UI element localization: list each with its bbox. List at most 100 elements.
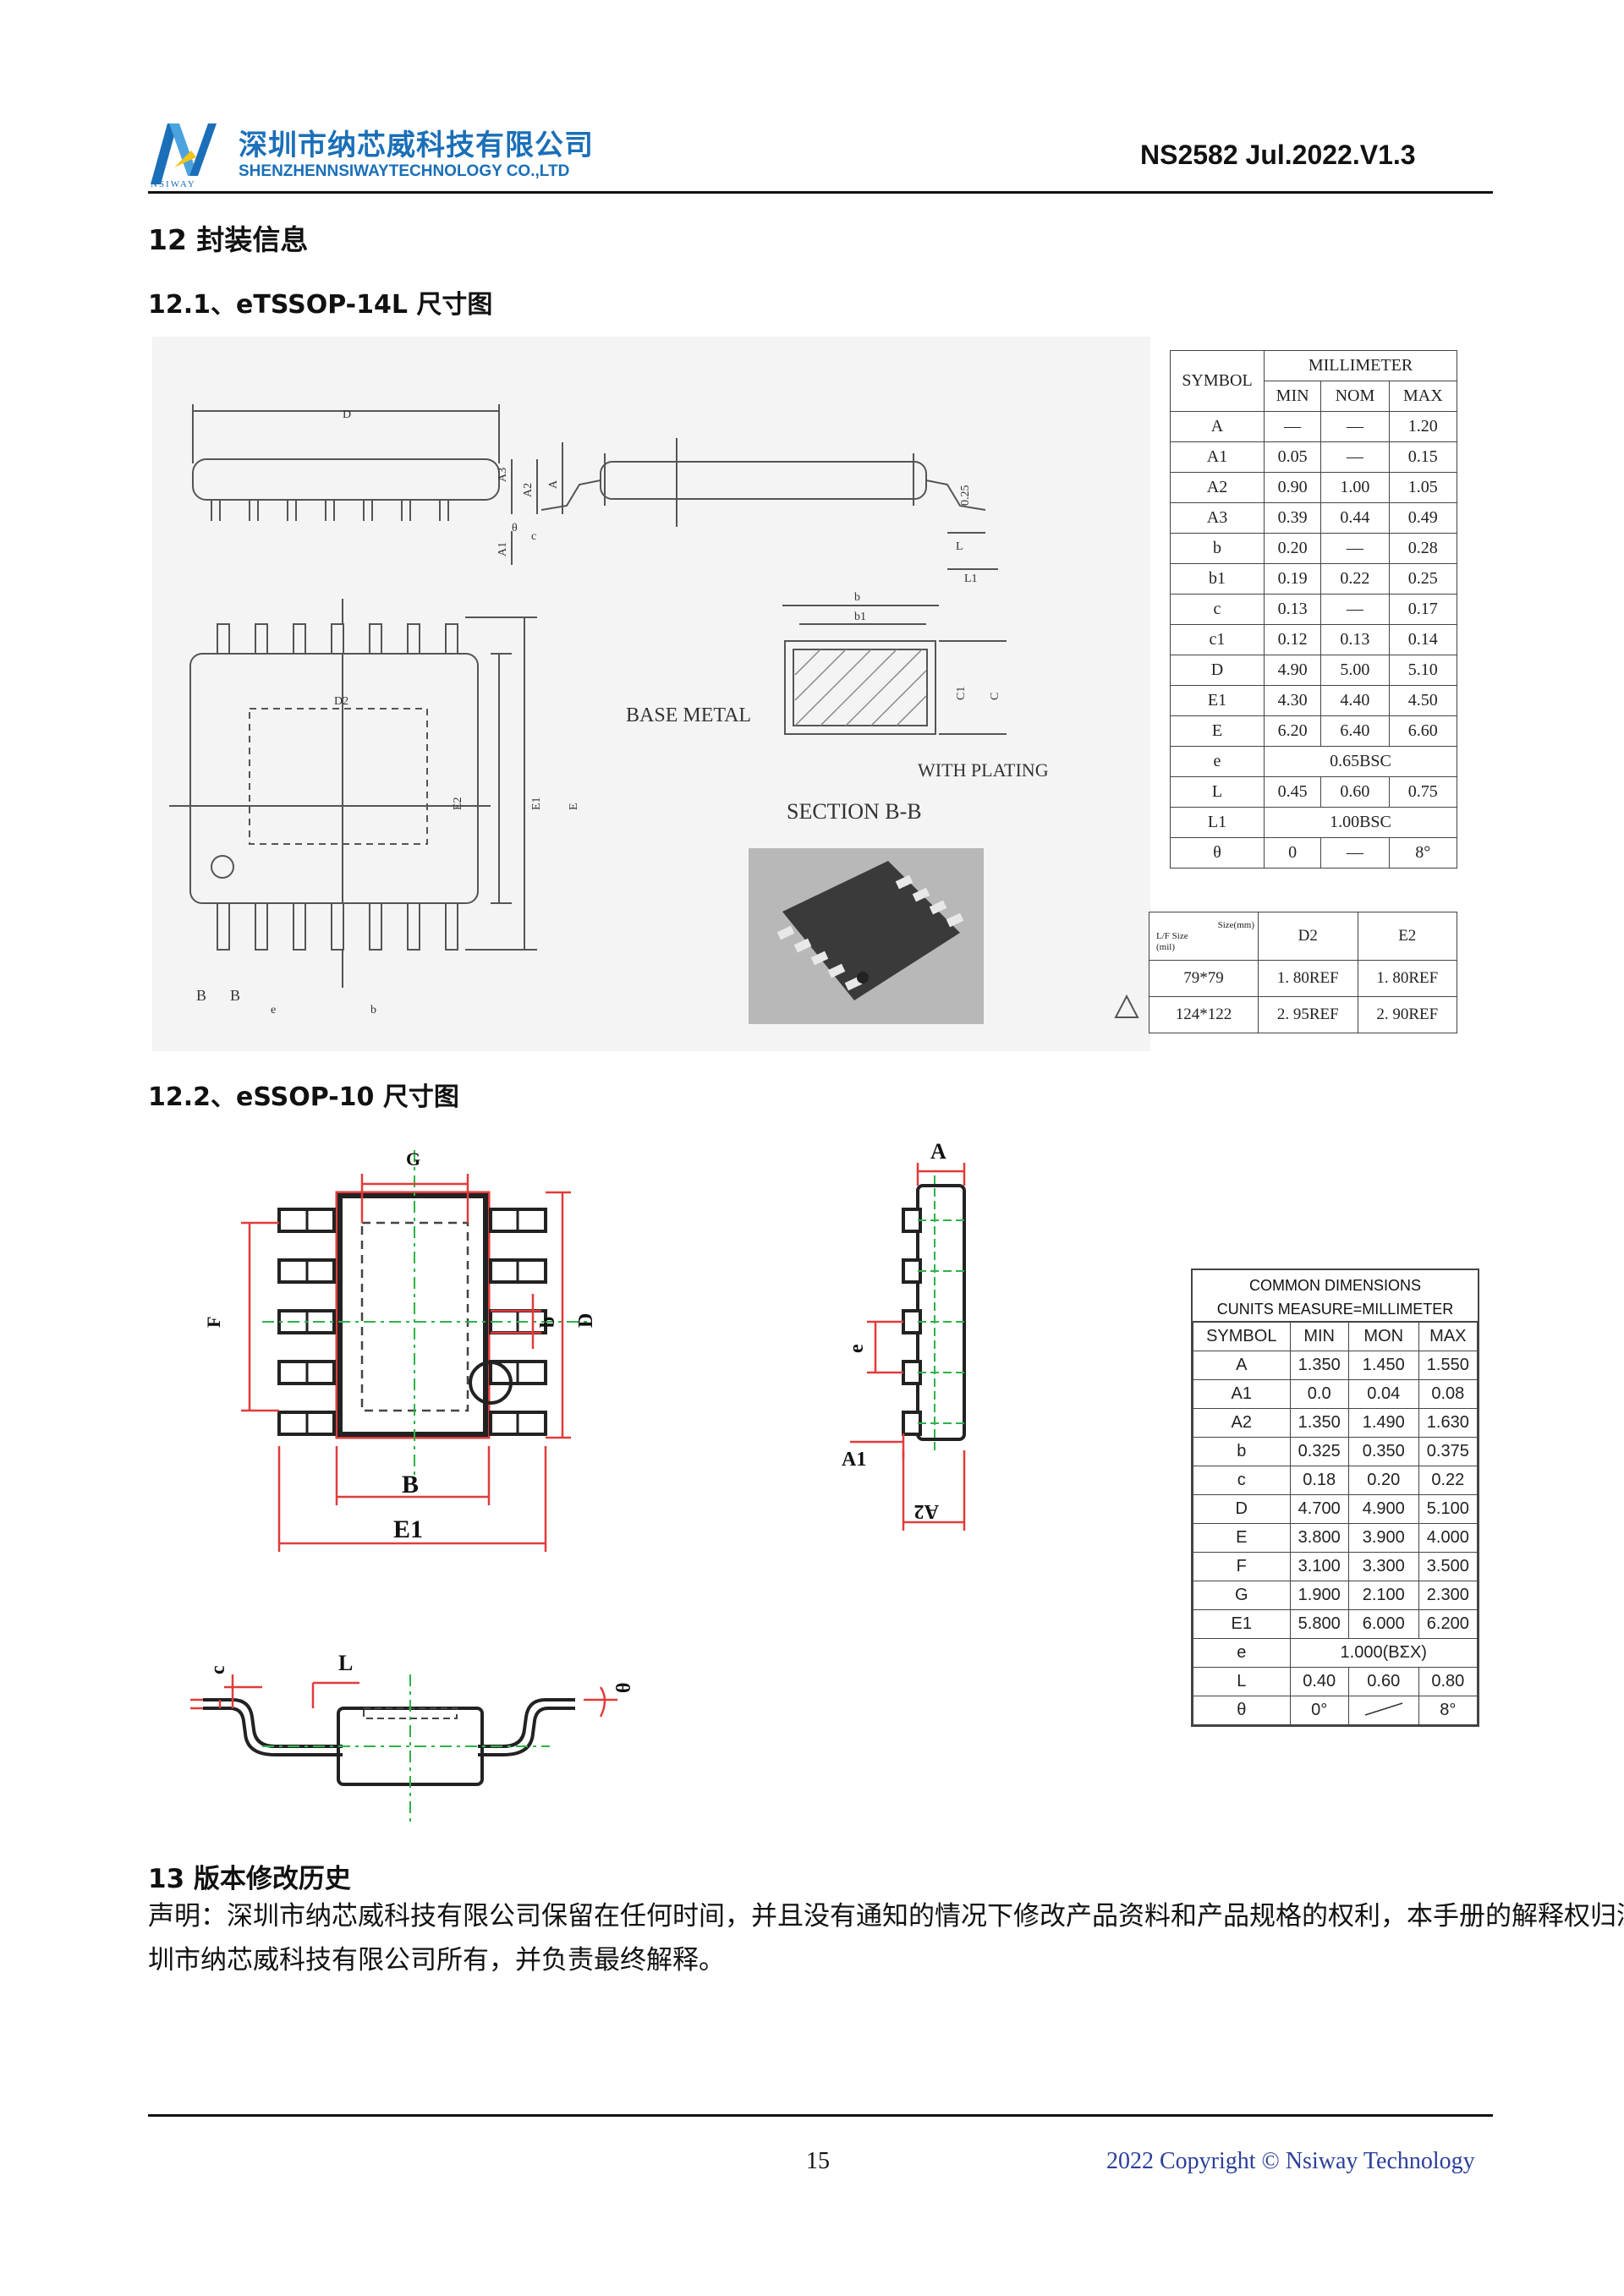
section-13-title: 13 版本修改历史 (148, 1864, 351, 1894)
section-12-1-title: 12.1、eTSSOP-14L 尺寸图 (148, 290, 493, 320)
label-a3: A3 (497, 468, 509, 482)
section-12-title: 12 封装信息 (148, 223, 309, 256)
copyright-text: 2022 Copyright © Nsiway Technology (1106, 2148, 1475, 2174)
etssop14-drawing: D A3 A2 A A1 0.25 L L1 c θ (152, 337, 1150, 1051)
label-f: F (203, 1317, 224, 1328)
label-a2: A2 (522, 483, 535, 497)
page-number: 15 (806, 2148, 830, 2174)
slash-cell (1347, 1696, 1419, 1725)
symbol-header: SYMBOL (1170, 350, 1265, 412)
table2-title-1: COMMON DIMENSIONS (1248, 1277, 1421, 1294)
label-l: L (956, 540, 963, 553)
document-id: NS2582 Jul.2022.V1.3 (1140, 140, 1416, 170)
essop-front-view (190, 1674, 617, 1827)
label-e: E (568, 803, 580, 810)
label-a1-standoff: A1 (842, 1449, 866, 1471)
col-min: MIN (1289, 1322, 1349, 1351)
label-e-pitch2: e (846, 1344, 868, 1353)
etssop14-dimension-table: SYMBOL MILLIMETER MIN NOM MAX A——1.20 A1… (1170, 350, 1458, 869)
label-g: G (406, 1148, 420, 1170)
footer-rule (148, 2114, 1493, 2117)
col-min: MIN (1263, 381, 1322, 412)
warning-icon (1114, 994, 1139, 1018)
end-view (540, 438, 998, 570)
label-a2-body: A2 (914, 1500, 939, 1522)
label-c1: C1 (955, 687, 968, 700)
col-nom: NOM (1320, 381, 1390, 412)
tssop-pins (217, 623, 458, 951)
col-max: MAX (1388, 381, 1458, 412)
label-d-body: D (575, 1313, 597, 1328)
label-b1: b1 (854, 611, 866, 623)
side-view (192, 404, 563, 565)
label-e2: E2 (452, 797, 464, 810)
label-a1: A1 (497, 542, 509, 556)
section-hatch (794, 649, 927, 726)
label-c-thick: c (207, 1665, 229, 1674)
header-rule (148, 191, 1493, 194)
table-row: θ 0° 8° (1193, 1696, 1479, 1725)
slash-mark (1364, 1701, 1402, 1716)
label-b-section-1: B (196, 987, 206, 1004)
essop10-drawing: G F b D B E1 A e A1 A2 (190, 1139, 966, 1827)
label-b-top: b (854, 591, 860, 604)
label-d: D (343, 408, 351, 421)
col-mon: MON (1347, 1322, 1419, 1351)
label-d2: D2 (334, 695, 348, 708)
label-e1-width: E1 (393, 1515, 423, 1543)
label-theta: θ (512, 522, 518, 534)
label-b: b (370, 1004, 376, 1016)
label-b-body: B (402, 1471, 419, 1499)
label-e-pitch: e (271, 1004, 276, 1016)
label-section-bb: SECTION B-B (787, 799, 922, 824)
label-025: 0.25 (959, 485, 972, 507)
label-l1: L1 (964, 573, 978, 585)
col-d2: D2 (1258, 912, 1358, 961)
company-name-en: SHENZHENNSIWAYTECHNOLOGY CO.,LTD (239, 162, 570, 180)
company-name-cn: 深圳市纳芯威科技有限公司 (239, 129, 594, 162)
corner-cell: Size(mm) L/F Size (mil) (1149, 912, 1259, 961)
company-logo (151, 123, 217, 184)
label-with-plating: WITH PLATING (918, 759, 1049, 781)
logo-sub-text: NSIWAY (151, 179, 196, 189)
essop-top-view (241, 1150, 592, 1552)
package-photo (749, 848, 984, 1024)
disclaimer-statement: 声明：深圳市纳芯威科技有限公司保留在任何时间，并且没有通知的情况下修改产品资料和… (148, 1901, 1624, 1975)
label-b-lead: b (537, 1317, 559, 1328)
label-base-metal: BASE METAL (626, 704, 751, 726)
label-c: c (531, 530, 536, 543)
col-max: MAX (1418, 1322, 1479, 1351)
label-e1: E1 (530, 797, 543, 810)
label-theta2: θ (613, 1682, 635, 1693)
table-row: A——1.20 (1170, 411, 1458, 442)
table2-title-2: CUNITS MEASURE=MILLIMETER (1216, 1301, 1454, 1318)
unit-header: MILLIMETER (1264, 350, 1457, 381)
essop10-dimension-table: COMMON DIMENSIONS CUNITS MEASURE=MILLIME… (1191, 1269, 1479, 1727)
